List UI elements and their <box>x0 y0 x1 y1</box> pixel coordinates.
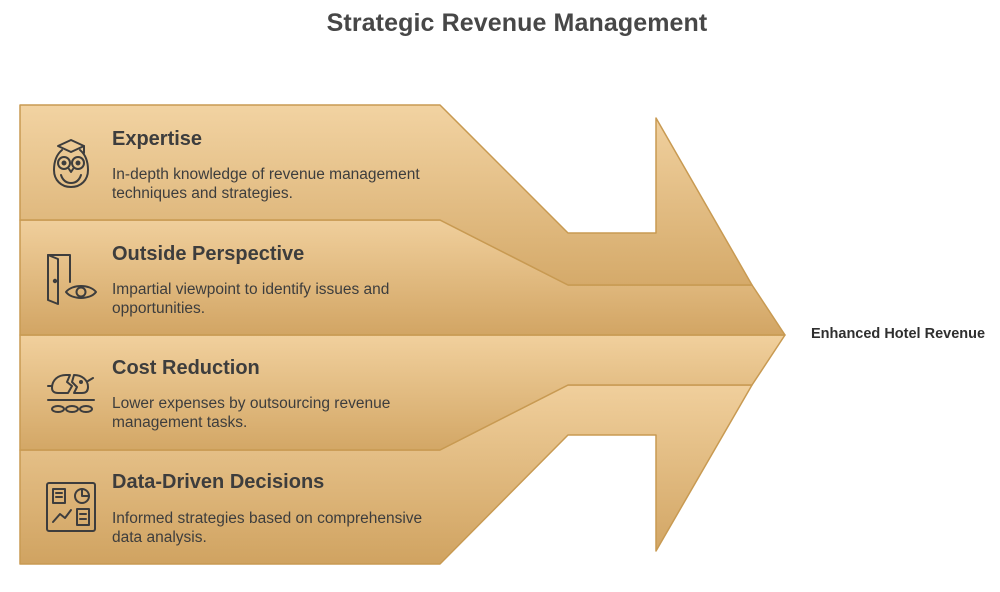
item-title-expertise: Expertise <box>112 128 203 150</box>
item-title-data-driven-decisions: Data-Driven Decisions <box>112 471 325 493</box>
door-eye-icon <box>47 254 97 305</box>
item-desc-outside-perspective: Impartial viewpoint to identify issues a… <box>112 281 390 317</box>
item-title-cost-reduction: Cost Reduction <box>112 357 260 379</box>
outcome-label: Enhanced Hotel Revenue <box>811 326 986 342</box>
diagram-title: Strategic Revenue Management <box>326 9 708 37</box>
band-expertise <box>19 104 753 286</box>
owl-graduate-icon <box>53 139 89 188</box>
item-desc-expertise: In-depth knowledge of revenue management… <box>112 166 420 202</box>
item-desc-cost-reduction: Lower expenses by outsourcing revenue ma… <box>112 395 391 431</box>
item-desc-data-driven-decisions: Informed strategies based on comprehensi… <box>112 510 423 546</box>
broken-piggy-bank-icon <box>47 374 95 413</box>
dashboard-icon <box>46 482 96 532</box>
item-title-outside-perspective: Outside Perspective <box>112 243 305 265</box>
